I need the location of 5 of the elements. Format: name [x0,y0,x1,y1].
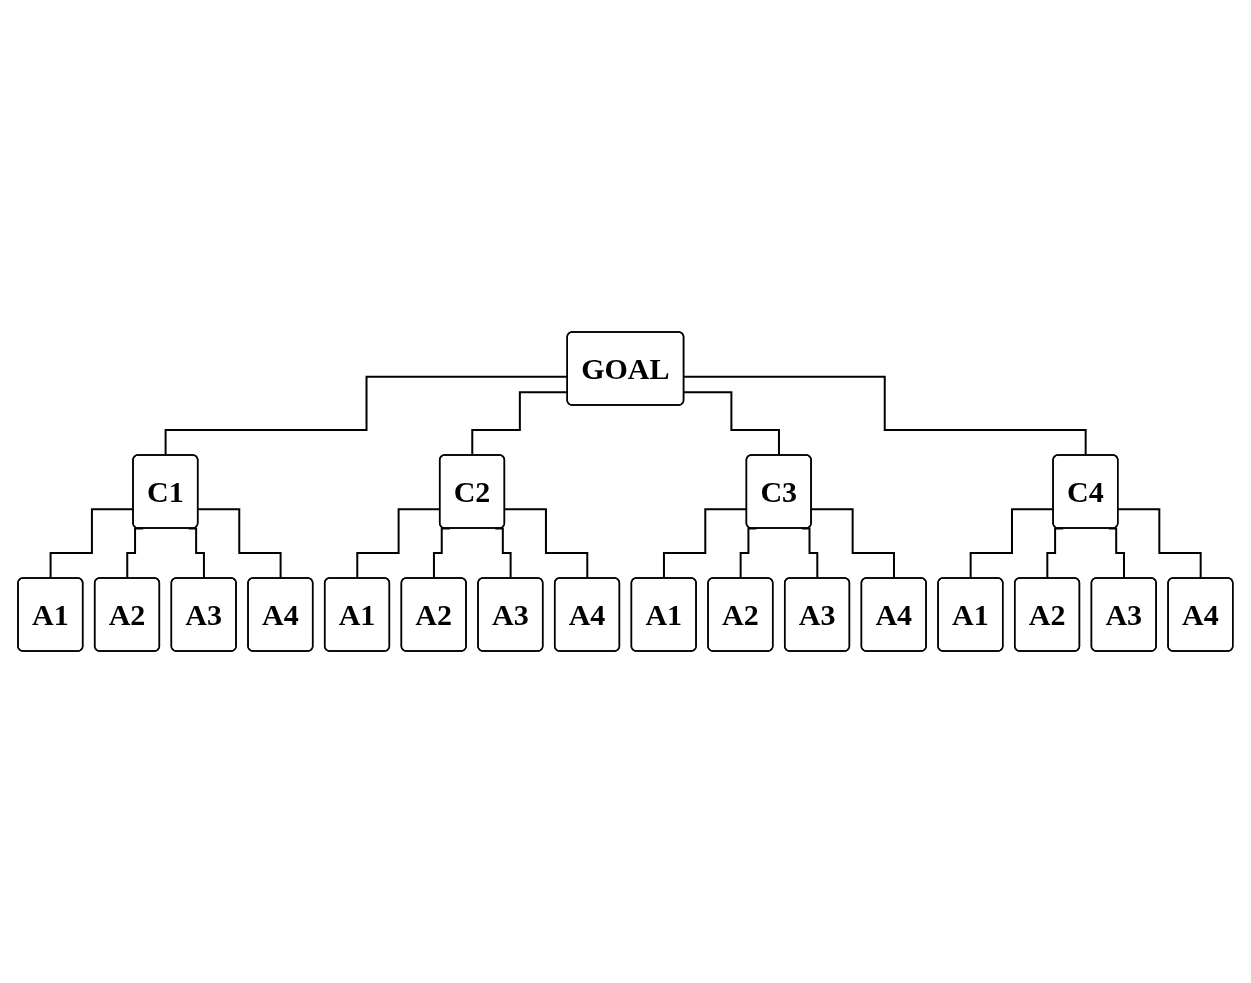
connector [197,508,282,580]
connector [1117,508,1203,580]
connector [683,375,1088,457]
connector [504,508,589,580]
connector [683,391,781,457]
